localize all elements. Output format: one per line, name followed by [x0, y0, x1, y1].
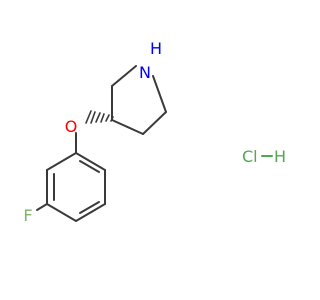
chlorine-label: Cl — [242, 147, 258, 166]
molecule-drawing: N H O F Cl H — [23, 39, 286, 225]
stereo-hashed-wedge — [85, 110, 114, 124]
bond-ar-c3-c4 — [75, 203, 106, 222]
bond-c5-n — [152, 75, 167, 113]
bond-ar-inner-1 — [79, 160, 100, 173]
bond-ar-c4-c5 — [46, 203, 77, 222]
structure-canvas: N H O F Cl H — [23, 39, 287, 225]
salt-hydrogen-label: H — [274, 147, 286, 166]
bond-n-c2 — [111, 65, 137, 87]
bond-ar-c1-c2 — [75, 152, 106, 171]
bond-c4-c5 — [142, 111, 167, 135]
oxygen-label: O — [65, 117, 78, 136]
fluorine-label: F — [23, 206, 32, 225]
nitrogen-hydrogen-label: H — [150, 39, 162, 58]
nitrogen-label: N — [139, 63, 151, 82]
bond-c-f — [36, 203, 48, 211]
bond-ar-inner-2 — [79, 201, 100, 214]
bond-ar-c6-c1 — [46, 152, 77, 171]
bond-c3-c4 — [111, 119, 144, 135]
